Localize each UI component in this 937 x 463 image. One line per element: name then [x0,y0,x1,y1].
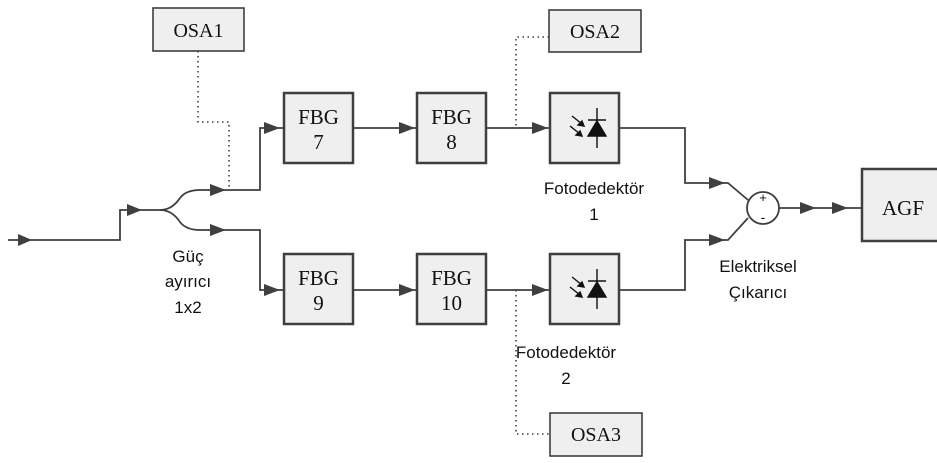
fbg8-block: FBG 8 [415,91,488,165]
detector2-label: Fotodedektör 2 [516,343,617,388]
photodiode-icon [569,108,608,148]
osa2-label: OSA2 [570,21,620,43]
lower-branch-wire [230,229,284,291]
osa3-label: OSA3 [571,424,621,446]
osa1-tap [197,51,230,190]
osa1-block: OSA1 [152,7,245,52]
osa2-tap [515,36,549,128]
fbg8-name: FBG [431,105,472,129]
fbg9-name: FBG [298,266,339,290]
upper-branch-wire [230,127,284,191]
svg-text:1: 1 [589,205,598,224]
fbg9-block: FBG 9 [282,252,355,326]
svg-text:1x2: 1x2 [174,298,201,317]
svg-text:Fotodedektör: Fotodedektör [544,179,645,198]
fbg10-number: 10 [441,291,462,315]
plus-sign: + [759,190,767,205]
fbg8-number: 8 [446,130,457,154]
osa3-block: OSA3 [549,412,643,457]
svg-text:Güç: Güç [172,247,204,266]
power-splitter [159,184,230,236]
svg-text:Elektriksel: Elektriksel [719,257,796,276]
agf-block: AGF [860,167,937,243]
svg-text:2: 2 [561,369,570,388]
osa2-block: OSA2 [548,9,642,53]
agf-label: AGF [882,196,924,220]
subtractor-label: Elektriksel Çıkarıcı [719,257,796,302]
detector1-label: Fotodedektör 1 [544,179,645,224]
svg-text:Çıkarıcı: Çıkarıcı [729,283,788,302]
splitter-label: Güç ayırıcı 1x2 [165,247,211,317]
electrical-subtractor: + - [746,190,780,225]
fbg7-name: FBG [298,105,339,129]
fbg7-block: FBG 7 [282,91,355,165]
detector1-output-wire [619,127,749,201]
minus-sign: - [761,209,766,225]
fbg7-number: 7 [313,130,324,154]
photodetector-1 [548,91,621,165]
fbg9-number: 9 [313,291,324,315]
svg-text:ayırıcı: ayırıcı [165,272,211,291]
osa3-tap [515,290,550,435]
svg-text:Fotodedektör: Fotodedektör [516,343,617,362]
osa1-label: OSA1 [173,20,223,42]
fbg10-name: FBG [431,266,472,290]
detector2-output-wire [619,217,749,291]
photodiode-icon [569,269,608,309]
input-line [8,204,160,246]
fbg10-block: FBG 10 [415,252,488,326]
photodetector-2 [548,252,621,326]
